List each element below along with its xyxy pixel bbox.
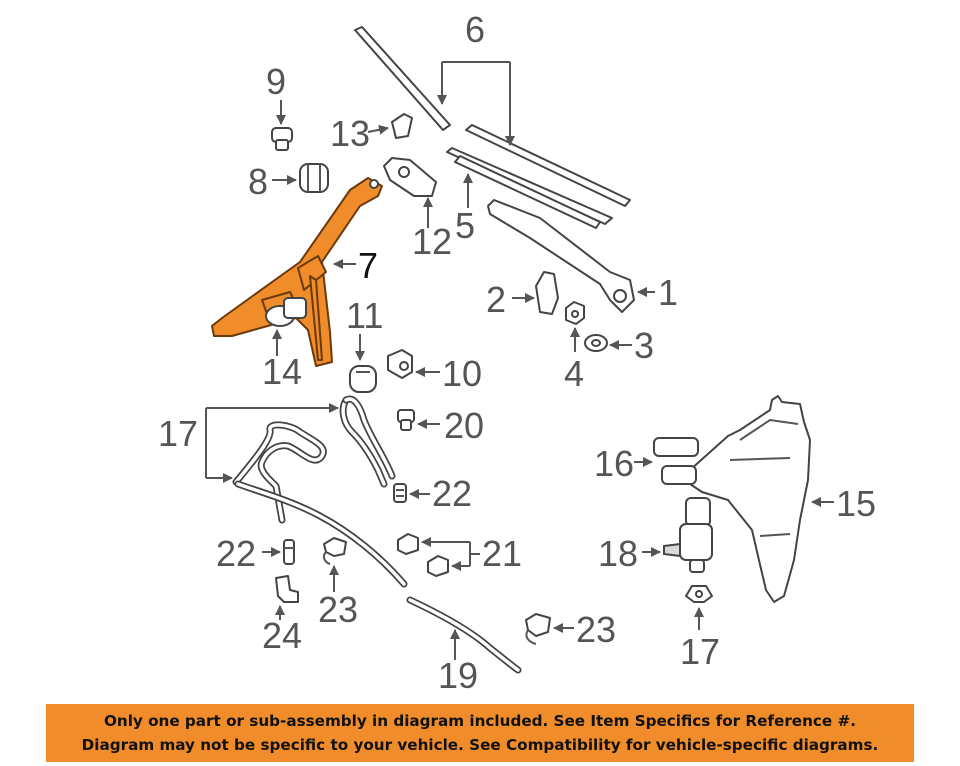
washer-pump-part-18 bbox=[663, 497, 713, 573]
bracket-part-12 bbox=[383, 157, 437, 197]
disclaimer-banner: Only one part or sub-assembly in diagram… bbox=[46, 704, 914, 762]
cover-part-2 bbox=[535, 271, 559, 315]
plug-part-9 bbox=[271, 127, 293, 151]
hose-part-17 bbox=[232, 395, 396, 524]
disclaimer-line-1: Only one part or sub-assembly in diagram… bbox=[103, 712, 857, 730]
callout-11: 11 bbox=[346, 295, 383, 336]
callout-1: 1 bbox=[658, 272, 678, 313]
clip-part-23-left bbox=[322, 537, 347, 565]
callout-2: 2 bbox=[486, 279, 506, 320]
callout-23b: 23 bbox=[576, 609, 616, 650]
callout-3: 3 bbox=[634, 325, 654, 366]
clip-part-10 bbox=[387, 349, 413, 379]
connector-part-21 bbox=[397, 533, 449, 577]
callout-13-leader bbox=[367, 124, 389, 135]
cap-part-13 bbox=[391, 113, 413, 139]
callout-17a-leader bbox=[205, 403, 339, 483]
elbow-part-24 bbox=[275, 575, 299, 603]
callout-22a: 22 bbox=[216, 533, 256, 574]
grommet-part-8 bbox=[299, 163, 329, 193]
parts-diagram: 6 5 1 12 13 9 8 bbox=[158, 9, 876, 696]
callout-4: 4 bbox=[564, 353, 584, 394]
wiper-arm-part-1 bbox=[487, 199, 635, 313]
blade-refill-part-5 bbox=[446, 147, 613, 229]
callout-17b: 17 bbox=[680, 631, 720, 672]
callout-21: 21 bbox=[482, 533, 522, 574]
callout-13: 13 bbox=[330, 113, 370, 154]
bushing-part-11 bbox=[349, 365, 377, 393]
callout-15: 15 bbox=[836, 483, 876, 524]
callout-8: 8 bbox=[248, 161, 268, 202]
lid-part-16 bbox=[653, 437, 699, 485]
washer-part-3 bbox=[584, 334, 608, 352]
callout-17a: 17 bbox=[158, 413, 198, 454]
callout-16: 16 bbox=[594, 443, 634, 484]
connector-part-22-left bbox=[283, 539, 295, 565]
clip-part-23-right bbox=[525, 613, 551, 645]
callout-12: 12 bbox=[412, 221, 452, 262]
callout-22b: 22 bbox=[432, 473, 472, 514]
callout-24: 24 bbox=[262, 615, 302, 656]
connector-part-20 bbox=[397, 409, 415, 431]
callout-7: 7 bbox=[358, 245, 378, 286]
wiper-linkage-part-7 bbox=[211, 177, 383, 367]
callout-21-leader bbox=[421, 537, 480, 571]
wiper-motor-part-14 bbox=[265, 297, 307, 327]
callout-20: 20 bbox=[444, 405, 484, 446]
callout-10: 10 bbox=[442, 353, 482, 394]
washer-reservoir-part-15 bbox=[689, 395, 811, 603]
disclaimer-line-2: Diagram may not be specific to your vehi… bbox=[81, 736, 879, 754]
callout-5: 5 bbox=[455, 205, 475, 246]
callout-14: 14 bbox=[262, 351, 302, 392]
callout-23a: 23 bbox=[318, 589, 358, 630]
grommet-part-17 bbox=[685, 585, 713, 603]
hose-part-19 bbox=[234, 480, 522, 674]
callout-19: 19 bbox=[438, 655, 478, 696]
callout-6: 6 bbox=[465, 9, 485, 50]
callout-6-leader bbox=[437, 61, 515, 146]
connector-part-22-right bbox=[393, 483, 407, 503]
nut-part-4 bbox=[565, 301, 585, 325]
callout-9: 9 bbox=[266, 61, 286, 102]
callout-18: 18 bbox=[598, 533, 638, 574]
